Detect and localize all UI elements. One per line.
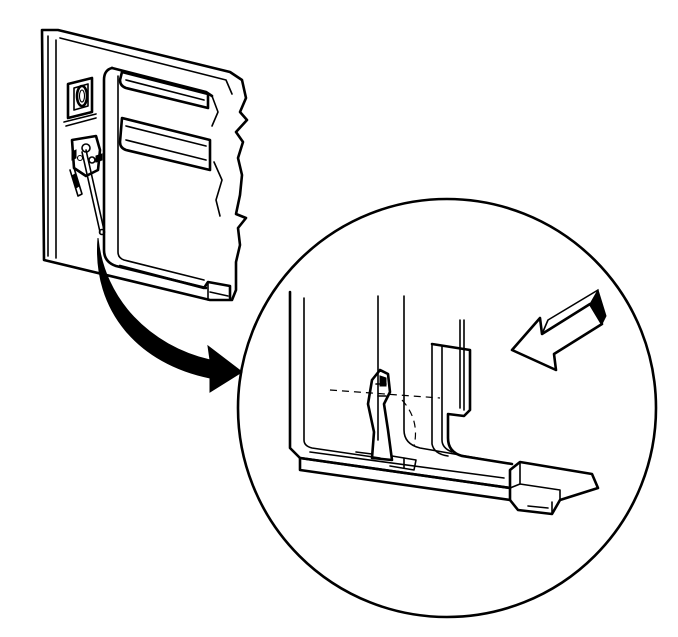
detail-pointer-arrow [510, 288, 607, 372]
detail-callout-arrow [97, 237, 243, 393]
detail-rod-bracket [355, 368, 417, 471]
door-handle [63, 76, 97, 127]
detail-magnifier-circle [236, 197, 658, 619]
latch-mechanism [69, 134, 103, 197]
detail-lower-channel [288, 290, 600, 516]
door-panel [40, 28, 249, 302]
latch-rod [81, 149, 106, 236]
